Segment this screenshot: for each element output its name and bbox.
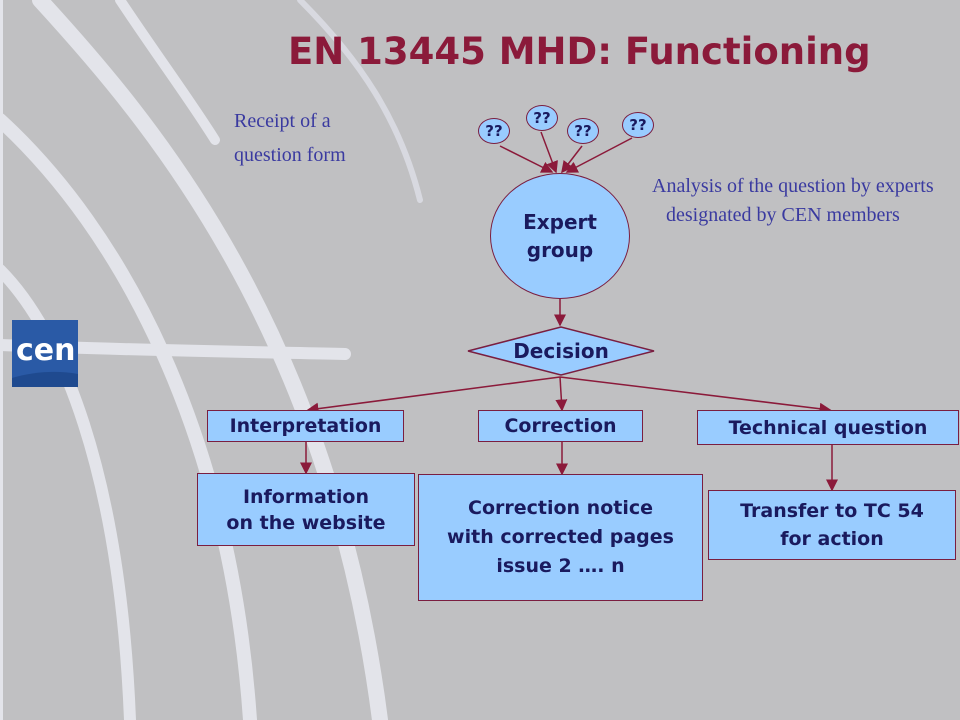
receipt-note: Receipt of a question form (234, 110, 346, 166)
arc-thin (297, 0, 423, 203)
question-bubble-3: ?? (567, 118, 599, 144)
question-bubble-1: ?? (478, 118, 510, 144)
question-bubble-4: ?? (622, 112, 654, 138)
technical-question-box: Technical question (697, 410, 959, 445)
decision-label: Decision (513, 339, 609, 363)
arc-top (115, 0, 220, 145)
q2-arrow (540, 131, 558, 174)
arc-inner (0, 264, 136, 720)
analysis-note: Analysis of the question by experts desi… (652, 175, 934, 226)
slide-title: EN 13445 MHD: Functioning (288, 30, 871, 73)
question-bubble-2: ?? (526, 105, 558, 131)
decision-to-technical-arrow (559, 376, 832, 415)
decision-to-interpretation-arrow (306, 376, 561, 415)
q4-arrow (565, 137, 633, 173)
interpretation-box: Interpretation (207, 410, 404, 442)
transfer-tc54-box: Transfer to TC 54 for action (708, 490, 956, 560)
expert-group-node: Expert group (490, 173, 630, 299)
information-website-box: Information on the website (197, 473, 415, 546)
cen-logo: cen (12, 320, 78, 387)
q1-arrow (499, 145, 554, 173)
svg-text:cen: cen (16, 333, 76, 368)
arc-outer (32, 0, 388, 720)
correction-notice-box: Correction notice with corrected pages i… (418, 474, 703, 601)
q3-arrow (561, 145, 583, 174)
decision-diamond (467, 326, 655, 376)
decision-to-correction-arrow (555, 376, 568, 412)
expert-group-label: Expert group (523, 210, 597, 262)
correction-box: Correction (478, 410, 643, 442)
